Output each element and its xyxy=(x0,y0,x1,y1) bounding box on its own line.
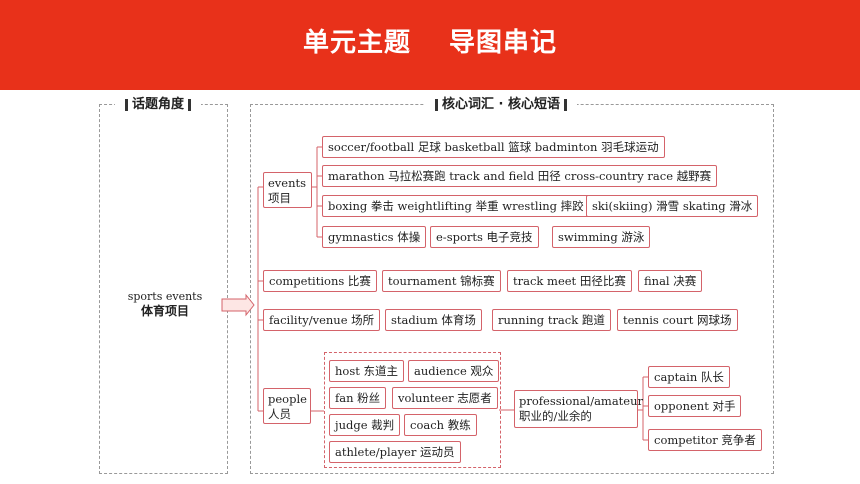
facility-item-3: running track 跑道 xyxy=(492,309,611,331)
people-item-audience: audience 观众 xyxy=(408,360,500,382)
events-item-1: soccer/football 足球 basketball 篮球 badmint… xyxy=(322,136,665,158)
role-competitor: competitor 竞争者 xyxy=(648,429,762,451)
right-panel-heading: 核心词汇 · 核心短语 xyxy=(425,97,577,113)
root-en: sports events xyxy=(127,290,203,303)
events-item-4: ski(skiing) 滑雪 skating 滑冰 xyxy=(586,195,759,217)
competitions-item-3: track meet 田径比赛 xyxy=(507,270,632,292)
role-opponent: opponent 对手 xyxy=(648,395,742,417)
role-captain: captain 队长 xyxy=(648,366,730,388)
arrow-icon xyxy=(221,293,255,317)
events-item-2: marathon 马拉松赛跑 track and field 田径 cross-… xyxy=(322,165,718,187)
title-part-1: 单元主题 xyxy=(302,28,411,58)
competitions-item-2: tournament 锦标赛 xyxy=(382,270,501,292)
competitions-item-4: final 决赛 xyxy=(638,270,703,292)
events-item-3: boxing 拳击 weightlifting 举重 wrestling 摔跤 xyxy=(322,195,590,217)
people-item-coach: coach 教练 xyxy=(404,414,477,436)
title-part-2: 导图串记 xyxy=(449,28,558,58)
events-item-7: swimming 游泳 xyxy=(552,226,651,248)
people-item-fan: fan 粉丝 xyxy=(329,387,387,409)
events-category: events 项目 xyxy=(263,172,312,208)
people-item-host: host 东道主 xyxy=(329,360,405,382)
pro-amateur-node: professional/amateur 职业的/业余的 xyxy=(514,390,643,428)
people-item-volunteer: volunteer 志愿者 xyxy=(392,387,498,409)
events-item-5: gymnastics 体操 xyxy=(322,226,427,248)
competitions-item-1: competitions 比赛 xyxy=(263,270,377,292)
facility-item-1: facility/venue 场所 xyxy=(263,309,381,331)
root-zh: 体育项目 xyxy=(140,304,189,318)
people-group xyxy=(324,352,501,468)
page-title: 单元主题 导图串记 xyxy=(0,22,860,59)
facility-item-4: tennis court 网球场 xyxy=(617,309,738,331)
events-item-6: e-sports 电子竞技 xyxy=(430,226,539,248)
facility-item-2: stadium 体育场 xyxy=(385,309,482,331)
people-item-athlete: athlete/player 运动员 xyxy=(329,441,461,463)
people-category: people 人员 xyxy=(263,388,311,424)
people-item-judge: judge 裁判 xyxy=(329,414,401,436)
header-banner: 单元主题 导图串记 xyxy=(0,0,860,90)
left-panel-heading: 话题角度 xyxy=(115,97,202,113)
root-node: sports events 体育项目 xyxy=(110,289,220,319)
